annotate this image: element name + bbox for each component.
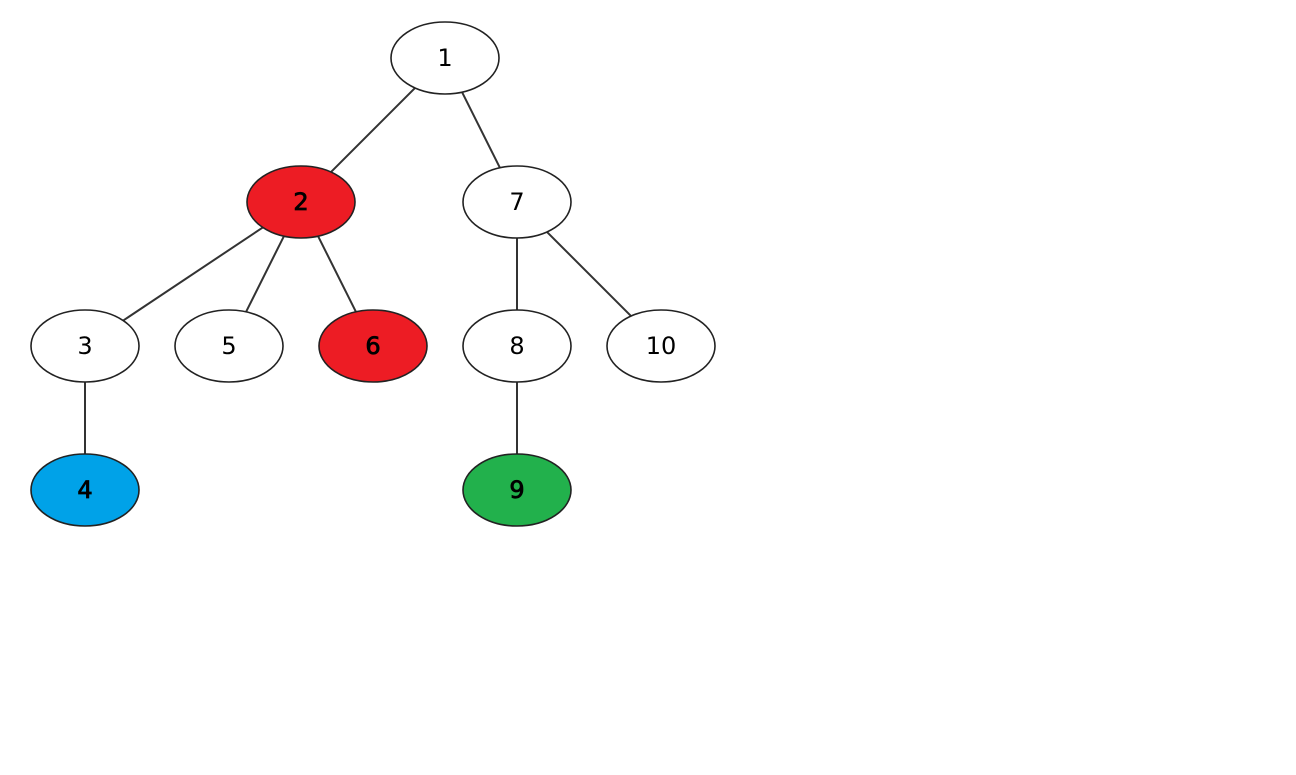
node-1: 1 bbox=[390, 21, 500, 95]
node-label-1: 1 bbox=[437, 44, 452, 72]
node-7: 7 bbox=[462, 165, 572, 239]
node-ellipse-6 bbox=[318, 309, 428, 383]
node-ellipse-10 bbox=[606, 309, 716, 383]
node-label-8: 8 bbox=[509, 332, 524, 360]
edges-layer bbox=[84, 87, 632, 454]
nodes-layer: 1 2 7 3 5 6 8 10 4 9 bbox=[30, 21, 716, 527]
node-label-4: 4 bbox=[77, 476, 92, 504]
node-ellipse-3 bbox=[30, 309, 140, 383]
node-ellipse-8 bbox=[462, 309, 572, 383]
node-6: 6 bbox=[318, 309, 428, 383]
node-5: 5 bbox=[174, 309, 284, 383]
edge-2-3 bbox=[122, 226, 264, 322]
node-ellipse-9 bbox=[462, 453, 572, 527]
node-label-2: 2 bbox=[293, 188, 308, 216]
node-ellipse-4 bbox=[30, 453, 140, 527]
node-label-9: 9 bbox=[509, 476, 524, 504]
node-label-3: 3 bbox=[77, 332, 92, 360]
edge-2-5 bbox=[245, 235, 285, 313]
node-3: 3 bbox=[30, 309, 140, 383]
edge-1-2 bbox=[330, 87, 416, 173]
node-label-6: 6 bbox=[365, 332, 380, 360]
node-label-5: 5 bbox=[221, 332, 236, 360]
edge-1-7 bbox=[461, 91, 501, 169]
node-ellipse-1 bbox=[390, 21, 500, 95]
node-ellipse-7 bbox=[462, 165, 572, 239]
node-4: 4 bbox=[30, 453, 140, 527]
edge-7-10 bbox=[546, 231, 632, 317]
node-ellipse-5 bbox=[174, 309, 284, 383]
node-label-10: 10 bbox=[646, 332, 677, 360]
node-10: 10 bbox=[606, 309, 716, 383]
node-ellipse-2 bbox=[246, 165, 356, 239]
node-9: 9 bbox=[462, 453, 572, 527]
node-2: 2 bbox=[246, 165, 356, 239]
node-label-7: 7 bbox=[509, 188, 524, 216]
edge-2-6 bbox=[317, 235, 357, 313]
node-8: 8 bbox=[462, 309, 572, 383]
